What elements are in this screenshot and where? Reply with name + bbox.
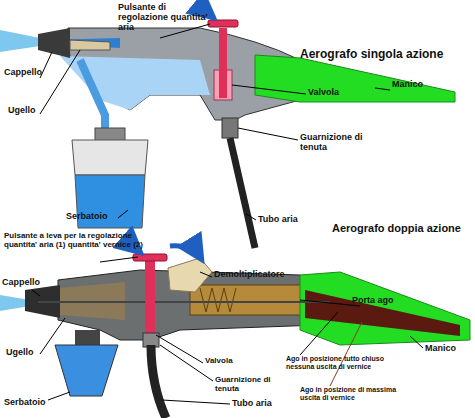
leader-line: [40, 318, 65, 354]
leader-line: [238, 128, 298, 140]
nozzle: [70, 40, 110, 50]
handle: [255, 55, 455, 102]
needle: [38, 301, 330, 303]
part-label: Guarnizione di tenuta: [300, 133, 372, 153]
leader-line: [40, 50, 80, 114]
leader-line: [375, 88, 390, 90]
part-label: Ago in posizione tutto chiuso nessuna us…: [286, 355, 396, 370]
part-label: Serbatoio: [66, 212, 126, 222]
air-button: [208, 20, 238, 27]
leader-line: [232, 85, 306, 94]
tank-top: [72, 140, 148, 175]
part-label: Ugello: [8, 106, 68, 116]
reducer: [168, 258, 212, 292]
leader-lines: [32, 257, 423, 404]
needle-rear: [305, 290, 460, 336]
leader-line: [300, 312, 338, 355]
part-label: Manico: [392, 80, 452, 90]
leader-line: [246, 214, 256, 220]
part-label: Valvola: [205, 357, 265, 366]
leader-line: [100, 257, 138, 262]
air-hose: [230, 138, 255, 248]
tank-neck: [75, 330, 100, 347]
section-title: Aerografo singola azione: [300, 48, 475, 61]
part-label: Cappello: [2, 278, 62, 288]
seal: [222, 118, 238, 138]
part-label: Pulsante di regolazione quantita' aria: [118, 3, 213, 33]
lever-stem: [145, 261, 155, 333]
air-hose: [151, 345, 166, 418]
leader-line: [32, 290, 40, 296]
part-label: Ago in posizione di massima uscita di ve…: [300, 386, 410, 401]
leader-line: [160, 24, 210, 38]
leader-line: [330, 322, 362, 386]
lever-button: [133, 254, 167, 261]
part-label: Pulsante a leva per la regolazione quant…: [4, 232, 144, 250]
leader-line: [162, 400, 230, 404]
part-label: Manico: [425, 344, 475, 354]
part-label: Serbatoio: [4, 398, 64, 408]
button-stem: [219, 28, 227, 98]
leader-line: [118, 210, 128, 218]
nozzle-cap: [38, 28, 70, 58]
leader-line: [410, 336, 423, 348]
handle: [300, 272, 470, 345]
leader-line: [300, 300, 360, 306]
part-label: Tubo aria: [232, 399, 302, 409]
pull-arrow: [170, 246, 202, 260]
part-label: Demoltiplicatore: [214, 270, 304, 280]
part-label: Cappello: [4, 68, 64, 78]
part-label: Porta ago: [352, 296, 412, 306]
leader-line: [200, 272, 212, 277]
part-label: Valvola: [308, 88, 368, 98]
needle-chuck: [190, 285, 302, 315]
part-label: Tubo aria: [258, 215, 328, 225]
part-label: Guarnizione di tenuta: [215, 376, 287, 394]
section-title: Aerografo doppia azione: [332, 222, 475, 234]
paint-spray: [0, 30, 40, 52]
part-label: Ugello: [6, 348, 66, 358]
spring: [200, 288, 236, 312]
tank: [55, 345, 118, 396]
leader-line: [48, 392, 70, 400]
